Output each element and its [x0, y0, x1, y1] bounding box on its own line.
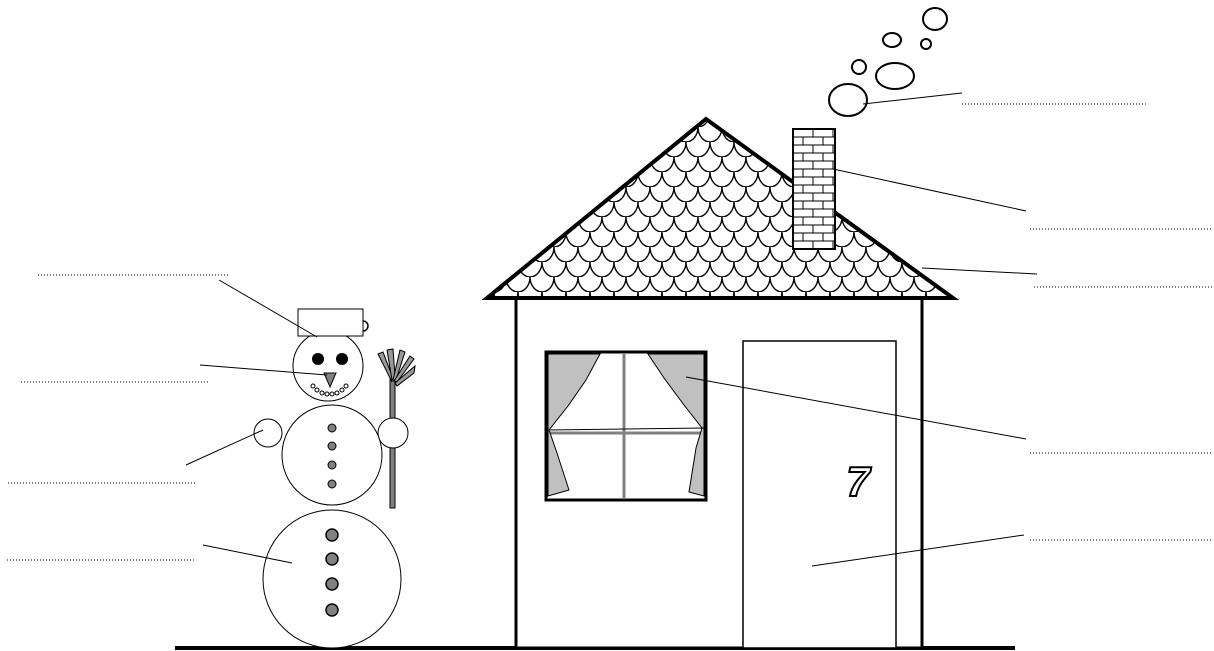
snowman-right-eye [336, 353, 348, 365]
door: 7 [743, 341, 896, 648]
smoke-puffs-icon [829, 8, 947, 116]
snowman-head [293, 331, 363, 401]
smoke-leader-line [863, 93, 962, 104]
roof-leader-line [922, 268, 1037, 274]
house-icon: 7 [470, 112, 998, 648]
arm-leader-line [186, 430, 263, 465]
snowman-right-arm [378, 418, 408, 448]
snowman-middle-ball [282, 405, 382, 505]
window-with-curtains-icon [546, 352, 706, 500]
chimney-leader-line [833, 169, 1026, 211]
snowman-left-eye [312, 353, 324, 365]
chimney-icon [793, 129, 835, 249]
door-number: 7 [846, 458, 871, 505]
snowman [254, 309, 415, 648]
snowman-left-arm [254, 419, 282, 447]
